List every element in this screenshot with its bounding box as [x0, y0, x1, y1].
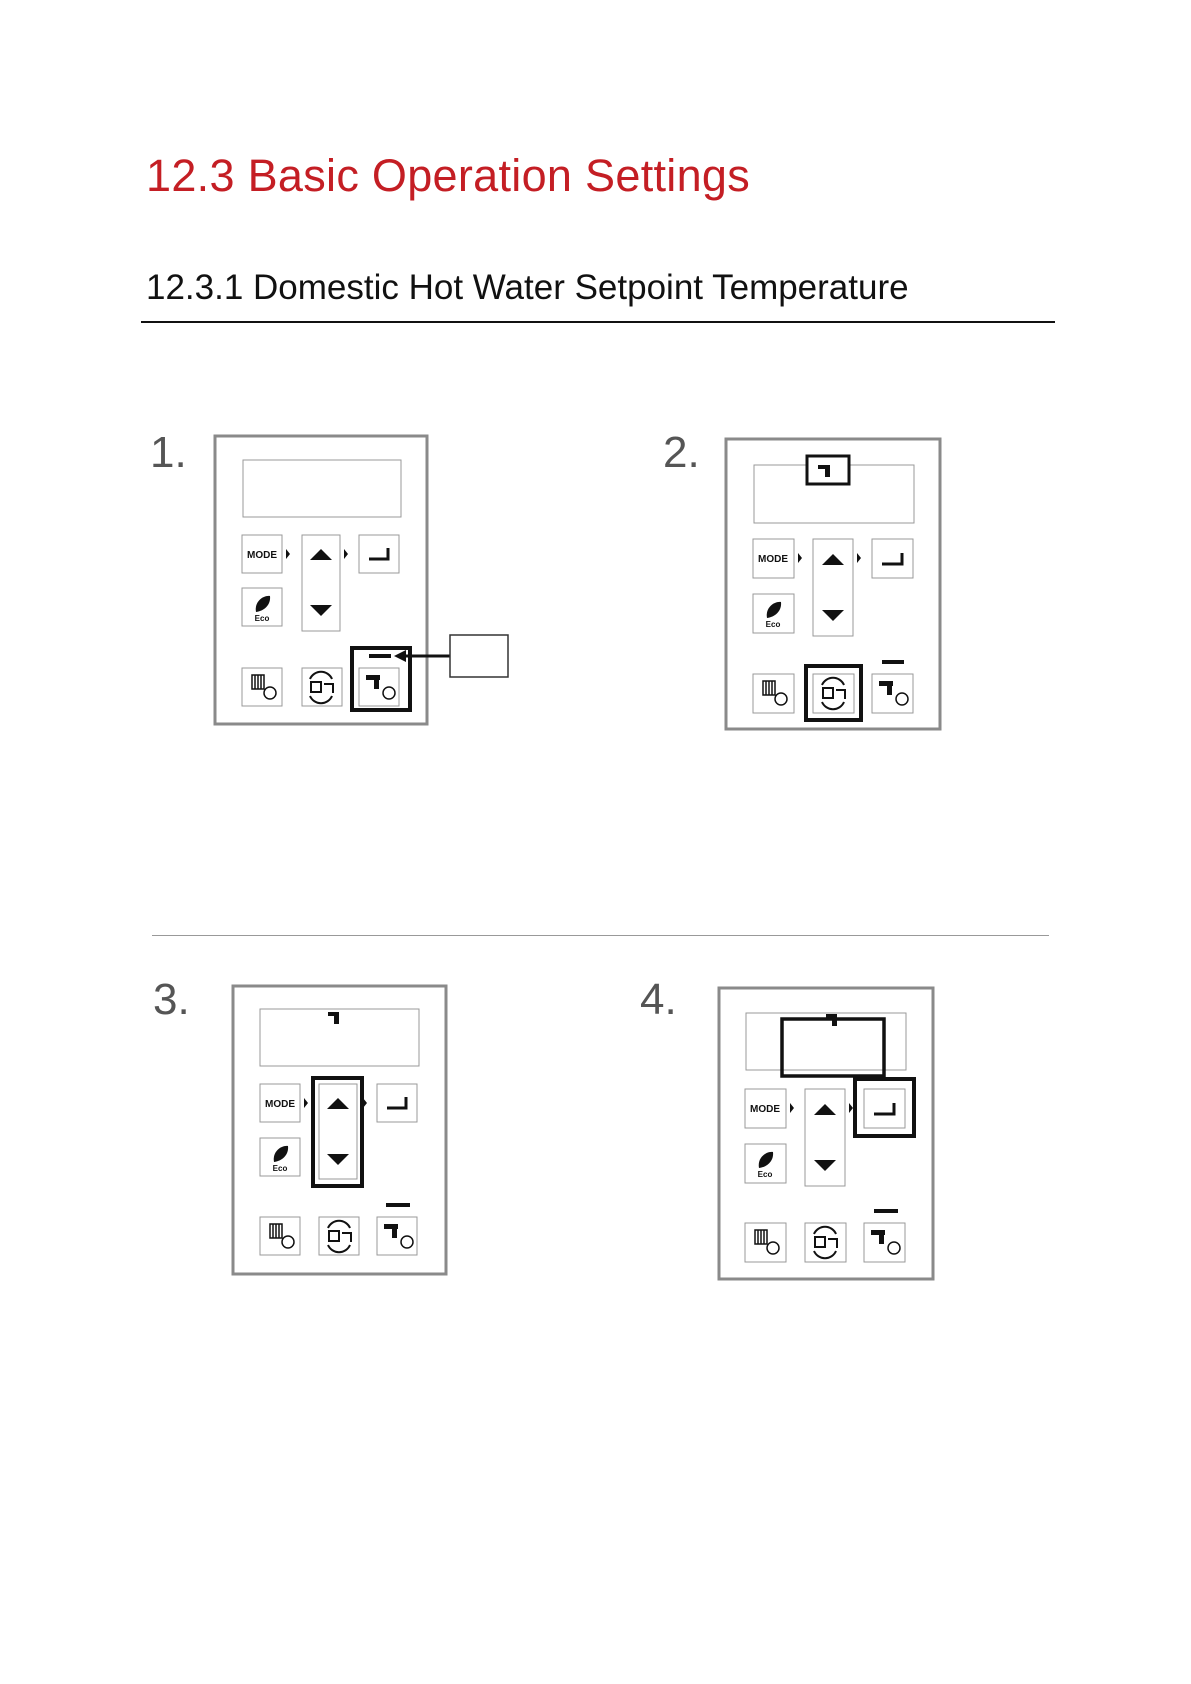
heating-dhw-button[interactable] — [319, 1217, 359, 1255]
active-indicator — [369, 654, 391, 658]
heating-dhw-button[interactable] — [805, 1223, 846, 1262]
eco-button[interactable]: Eco — [242, 588, 282, 626]
section-divider — [152, 935, 1049, 936]
svg-text:Eco: Eco — [758, 1170, 773, 1179]
step-number-4: 4. — [640, 975, 677, 1025]
heating-timer-button[interactable] — [745, 1223, 786, 1262]
enter-button[interactable] — [377, 1084, 417, 1122]
enter-button[interactable] — [872, 539, 913, 578]
subsection-title: 12.3.1 Domestic Hot Water Setpoint Tempe… — [146, 268, 909, 308]
enter-button[interactable] — [864, 1089, 905, 1128]
control-panel-step-3: MODE Eco — [232, 985, 452, 1285]
active-indicator — [874, 1209, 898, 1213]
section-title: 12.3 Basic Operation Settings — [146, 150, 750, 202]
svg-text:MODE: MODE — [758, 554, 788, 565]
svg-text:Eco: Eco — [255, 614, 270, 623]
svg-text:MODE: MODE — [750, 1104, 780, 1115]
svg-text:MODE: MODE — [265, 1099, 295, 1110]
heating-timer-button[interactable] — [260, 1217, 300, 1255]
active-indicator — [882, 660, 904, 664]
svg-text:Eco: Eco — [766, 620, 781, 629]
control-panel-step-1: MODE Eco — [214, 435, 514, 735]
step-number-1: 1. — [150, 428, 187, 478]
control-panel-step-4: MODE Eco — [718, 987, 948, 1287]
svg-text:MODE: MODE — [247, 550, 277, 561]
eco-button[interactable]: Eco — [745, 1144, 786, 1183]
callout-box — [450, 635, 508, 677]
eco-button[interactable]: Eco — [260, 1138, 300, 1176]
active-indicator — [386, 1203, 410, 1207]
heating-timer-button[interactable] — [242, 668, 282, 706]
heating-dhw-button[interactable] — [813, 674, 854, 713]
heating-dhw-button[interactable] — [302, 668, 342, 706]
display-screen — [243, 460, 401, 517]
step-number-2: 2. — [663, 428, 700, 478]
display-screen — [260, 1009, 419, 1066]
control-panel-step-2: MODE Eco — [725, 438, 945, 738]
display-screen — [746, 1013, 906, 1070]
title-divider — [141, 321, 1055, 323]
heating-timer-button[interactable] — [753, 674, 794, 713]
svg-text:Eco: Eco — [273, 1164, 288, 1173]
eco-button[interactable]: Eco — [753, 594, 794, 633]
step-number-3: 3. — [153, 975, 190, 1025]
enter-button[interactable] — [359, 535, 399, 573]
